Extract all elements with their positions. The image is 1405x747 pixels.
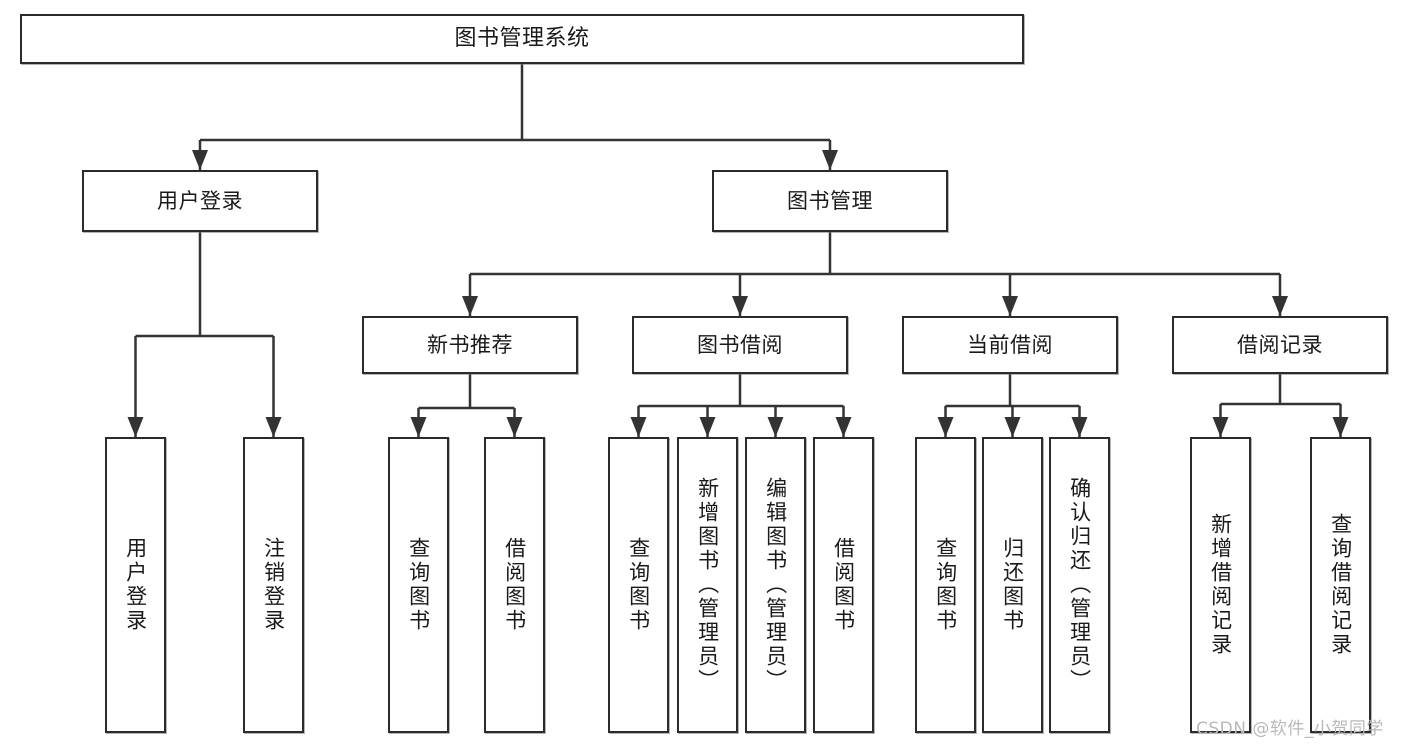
- node-label-current-borrow: 当前借阅: [967, 332, 1053, 357]
- node-leaf-add-record[interactable]: 新增借阅记录: [1190, 437, 1251, 733]
- arrowhead-new-book-rec: [462, 296, 478, 316]
- node-leaf-borrow-book-b[interactable]: 借阅图书: [813, 437, 874, 733]
- node-leaf-query-book-a[interactable]: 查询图书: [388, 437, 449, 733]
- arrowhead-leaf-return-book: [1004, 417, 1021, 437]
- node-label-leaf-query-record: 查询借阅记录: [1328, 513, 1353, 657]
- node-leaf-add-book[interactable]: 新增图书（管理员）: [677, 437, 738, 733]
- node-borrow-record[interactable]: 借阅记录: [1172, 316, 1388, 374]
- arrowhead-leaf-query-book-a: [410, 417, 427, 437]
- node-label-leaf-query-book-c: 查询图书: [933, 537, 958, 633]
- node-label-leaf-confirm-return: 确认归还（管理员）: [1067, 477, 1092, 693]
- node-label-leaf-borrow-book-a: 借阅图书: [502, 537, 527, 633]
- arrowhead-book-manage: [822, 150, 838, 170]
- node-label-book-borrow: 图书借阅: [697, 332, 783, 357]
- arrowhead-leaf-add-book: [699, 417, 716, 437]
- arrowhead-leaf-query-record: [1332, 417, 1349, 437]
- csdn-watermark: CSDN @软件_小贺同学: [1196, 719, 1384, 739]
- arrowhead-leaf-add-record: [1212, 417, 1229, 437]
- node-book-manage[interactable]: 图书管理: [712, 170, 948, 232]
- node-leaf-user-logout[interactable]: 注销登录: [243, 437, 304, 733]
- node-label-user-login: 用户登录: [157, 188, 243, 213]
- node-label-leaf-user-logout: 注销登录: [261, 537, 286, 633]
- node-leaf-return-book[interactable]: 归还图书: [982, 437, 1043, 733]
- node-leaf-confirm-return[interactable]: 确认归还（管理员）: [1049, 437, 1110, 733]
- node-user-login[interactable]: 用户登录: [82, 170, 318, 232]
- node-new-book-rec[interactable]: 新书推荐: [362, 316, 578, 374]
- node-label-leaf-edit-book: 编辑图书（管理员）: [763, 477, 788, 693]
- node-leaf-user-login[interactable]: 用户登录: [105, 437, 166, 733]
- node-leaf-borrow-book-a[interactable]: 借阅图书: [484, 437, 545, 733]
- arrowhead-user-login: [192, 150, 208, 170]
- arrowhead-leaf-edit-book: [767, 417, 784, 437]
- node-leaf-query-book-b[interactable]: 查询图书: [608, 437, 669, 733]
- arrowhead-book-borrow: [732, 296, 748, 316]
- node-label-borrow-record: 借阅记录: [1237, 332, 1323, 357]
- arrowhead-leaf-confirm-return: [1071, 417, 1088, 437]
- node-label-leaf-query-book-a: 查询图书: [406, 537, 431, 633]
- node-label-leaf-return-book: 归还图书: [1000, 537, 1025, 633]
- arrowhead-leaf-user-logout: [265, 417, 282, 437]
- node-label-leaf-query-book-b: 查询图书: [626, 537, 651, 633]
- node-label-leaf-borrow-book-b: 借阅图书: [831, 537, 856, 633]
- node-label-leaf-add-record: 新增借阅记录: [1208, 513, 1233, 657]
- arrowhead-leaf-borrow-book-a: [506, 417, 523, 437]
- node-current-borrow[interactable]: 当前借阅: [902, 316, 1118, 374]
- arrowhead-leaf-borrow-book-b: [835, 417, 852, 437]
- arrowhead-borrow-record: [1272, 296, 1288, 316]
- node-leaf-query-record[interactable]: 查询借阅记录: [1310, 437, 1371, 733]
- arrowhead-leaf-query-book-b: [630, 417, 647, 437]
- node-label-leaf-user-login: 用户登录: [123, 537, 148, 633]
- node-label-book-manage: 图书管理: [787, 188, 873, 213]
- arrowhead-current-borrow: [1002, 296, 1018, 316]
- node-book-borrow[interactable]: 图书借阅: [632, 316, 848, 374]
- node-label-new-book-rec: 新书推荐: [427, 332, 513, 357]
- node-label-leaf-add-book: 新增图书（管理员）: [695, 477, 720, 693]
- node-label-root: 图书管理系统: [454, 26, 590, 52]
- node-leaf-edit-book[interactable]: 编辑图书（管理员）: [745, 437, 806, 733]
- arrowhead-leaf-user-login: [127, 417, 144, 437]
- node-leaf-query-book-c[interactable]: 查询图书: [915, 437, 976, 733]
- node-root[interactable]: 图书管理系统: [20, 14, 1024, 64]
- arrowhead-leaf-query-book-c: [937, 417, 954, 437]
